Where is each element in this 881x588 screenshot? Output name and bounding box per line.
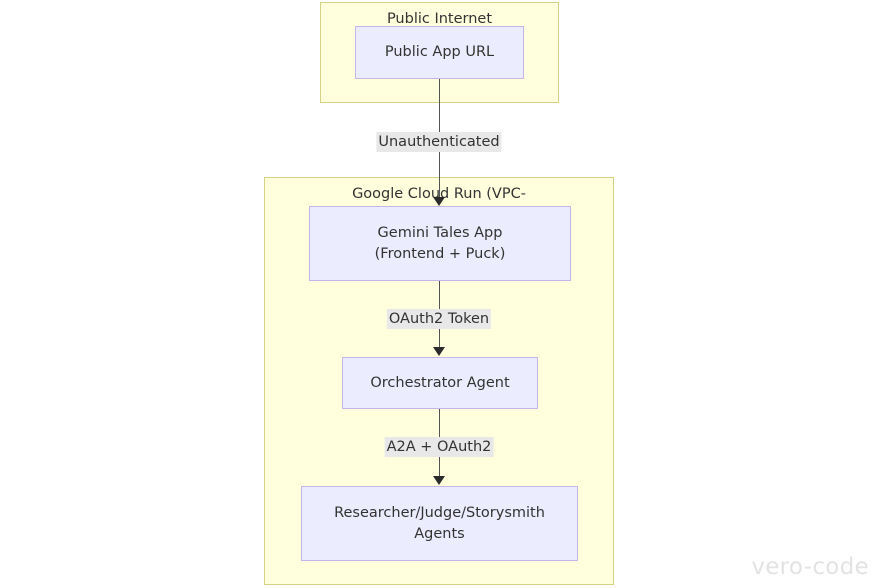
node-agents-label: Researcher/Judge/Storysmith Agents xyxy=(334,503,545,545)
edge-label-a2a-oauth2: A2A + OAuth2 xyxy=(384,437,494,457)
subgraph-google-cloud-run-title: Google Cloud Run (VPC- xyxy=(352,186,526,202)
node-agents-line-1: Researcher/Judge/Storysmith xyxy=(334,504,545,521)
edge-arrowhead-a2a-oauth2 xyxy=(433,476,445,485)
edge-arrowhead-unauthenticated xyxy=(433,197,445,206)
edge-arrowhead-oauth2-token xyxy=(433,347,445,356)
node-gemini-tales-app-line-2: (Frontend + Puck) xyxy=(374,245,506,262)
node-gemini-tales-app-line-1: Gemini Tales App xyxy=(377,224,503,241)
subgraph-public-internet-title: Public Internet xyxy=(386,11,493,27)
node-public-app-url-line-1: Public App URL xyxy=(384,44,495,60)
node-orchestrator-agent[interactable]: Orchestrator Agent xyxy=(342,357,538,409)
node-orchestrator-agent-label: Orchestrator Agent xyxy=(370,373,509,394)
edge-label-unauthenticated: Unauthenticated xyxy=(376,132,502,152)
node-agents-line-2: Agents xyxy=(414,525,465,542)
edge-label-oauth2-token: OAuth2 Token xyxy=(386,309,492,329)
node-gemini-tales-app[interactable]: Gemini Tales App (Frontend + Puck) xyxy=(309,206,571,281)
node-agents[interactable]: Researcher/Judge/Storysmith Agents xyxy=(301,486,578,561)
node-orchestrator-agent-line-1: Orchestrator Agent xyxy=(370,374,510,391)
node-gemini-tales-app-label: Gemini Tales App (Frontend + Puck) xyxy=(375,223,506,265)
node-public-app-url-label: Public App URL xyxy=(385,42,494,63)
watermark: vero-code xyxy=(751,554,869,580)
node-public-app-url[interactable]: Public App URL xyxy=(355,26,524,79)
